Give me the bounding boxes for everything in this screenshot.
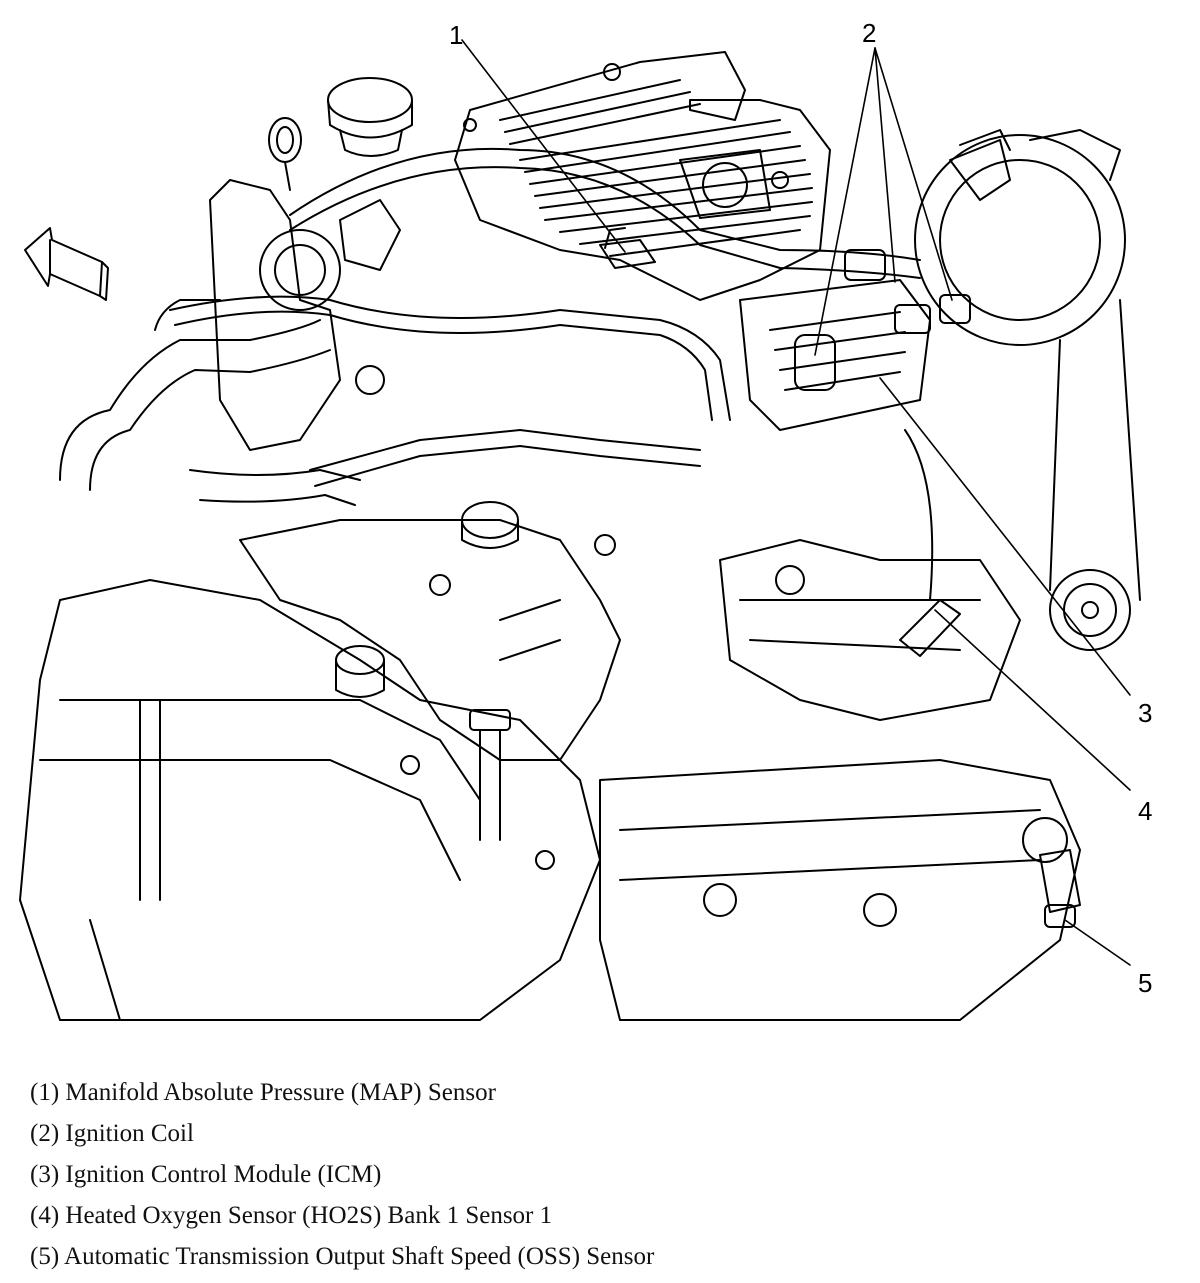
callout-3: 3: [1138, 698, 1153, 728]
leader-lines: [461, 39, 1131, 966]
engine-cradle: [599, 759, 1081, 1021]
legend-item: (3) Ignition Control Module (ICM): [30, 1154, 1170, 1195]
legend-number: (1): [30, 1079, 60, 1106]
callout-4: 4: [1138, 796, 1153, 826]
transaxle: [19, 579, 601, 1021]
callout-2: 2: [862, 18, 877, 48]
legend-text: Manifold Absolute Pressure (MAP) Sensor: [65, 1079, 496, 1106]
intake-plenum: [454, 51, 831, 301]
callout-5: 5: [1138, 968, 1153, 998]
legend-item: (5) Automatic Transmission Output Shaft …: [30, 1236, 1170, 1277]
legend-text: Ignition Control Module (ICM): [65, 1161, 382, 1188]
ignition-coil-pack: [739, 249, 971, 431]
leader-line-2c: [874, 47, 953, 301]
leader-line-4: [934, 609, 1131, 791]
legend-number: (4): [30, 1202, 60, 1229]
legend-number: (2): [30, 1120, 60, 1147]
legend-text: Heated Oxygen Sensor (HO2S) Bank 1 Senso…: [65, 1202, 553, 1229]
leader-line-1: [461, 39, 626, 253]
legend: (1) Manifold Absolute Pressure (MAP) Sen…: [30, 1072, 1170, 1277]
coolant-hose: [59, 299, 361, 506]
legend-item: (1) Manifold Absolute Pressure (MAP) Sen…: [30, 1072, 1170, 1113]
oil-filler-cap: [327, 77, 413, 157]
leader-line-5: [1064, 919, 1131, 966]
legend-text: Ignition Coil: [65, 1120, 194, 1147]
alternator: [914, 129, 1126, 346]
engine-block: [239, 501, 621, 761]
exhaust-manifold: [719, 539, 1021, 721]
legend-number: (5): [30, 1243, 60, 1270]
front-direction-arrow-icon: [24, 227, 109, 301]
legend-text: Automatic Transmission Output Shaft Spee…: [64, 1243, 655, 1270]
engine-line-drawing: [19, 39, 1141, 1021]
ho2s-sensor: [899, 429, 961, 657]
callout-1: 1: [449, 20, 464, 50]
legend-item: (2) Ignition Coil: [30, 1113, 1170, 1154]
legend-number: (3): [30, 1161, 60, 1188]
oss-sensor: [1039, 849, 1081, 928]
dipstick-handle: [268, 117, 302, 191]
belt-pulley: [1049, 299, 1141, 651]
legend-item: (4) Heated Oxygen Sensor (HO2S) Bank 1 S…: [30, 1195, 1170, 1236]
throttle-body: [209, 179, 401, 451]
leader-line-3: [879, 377, 1131, 696]
leader-line-2a: [814, 47, 876, 356]
map-sensor: [599, 227, 656, 269]
leader-line-2b: [874, 47, 896, 283]
wiring-harness: [169, 147, 921, 487]
